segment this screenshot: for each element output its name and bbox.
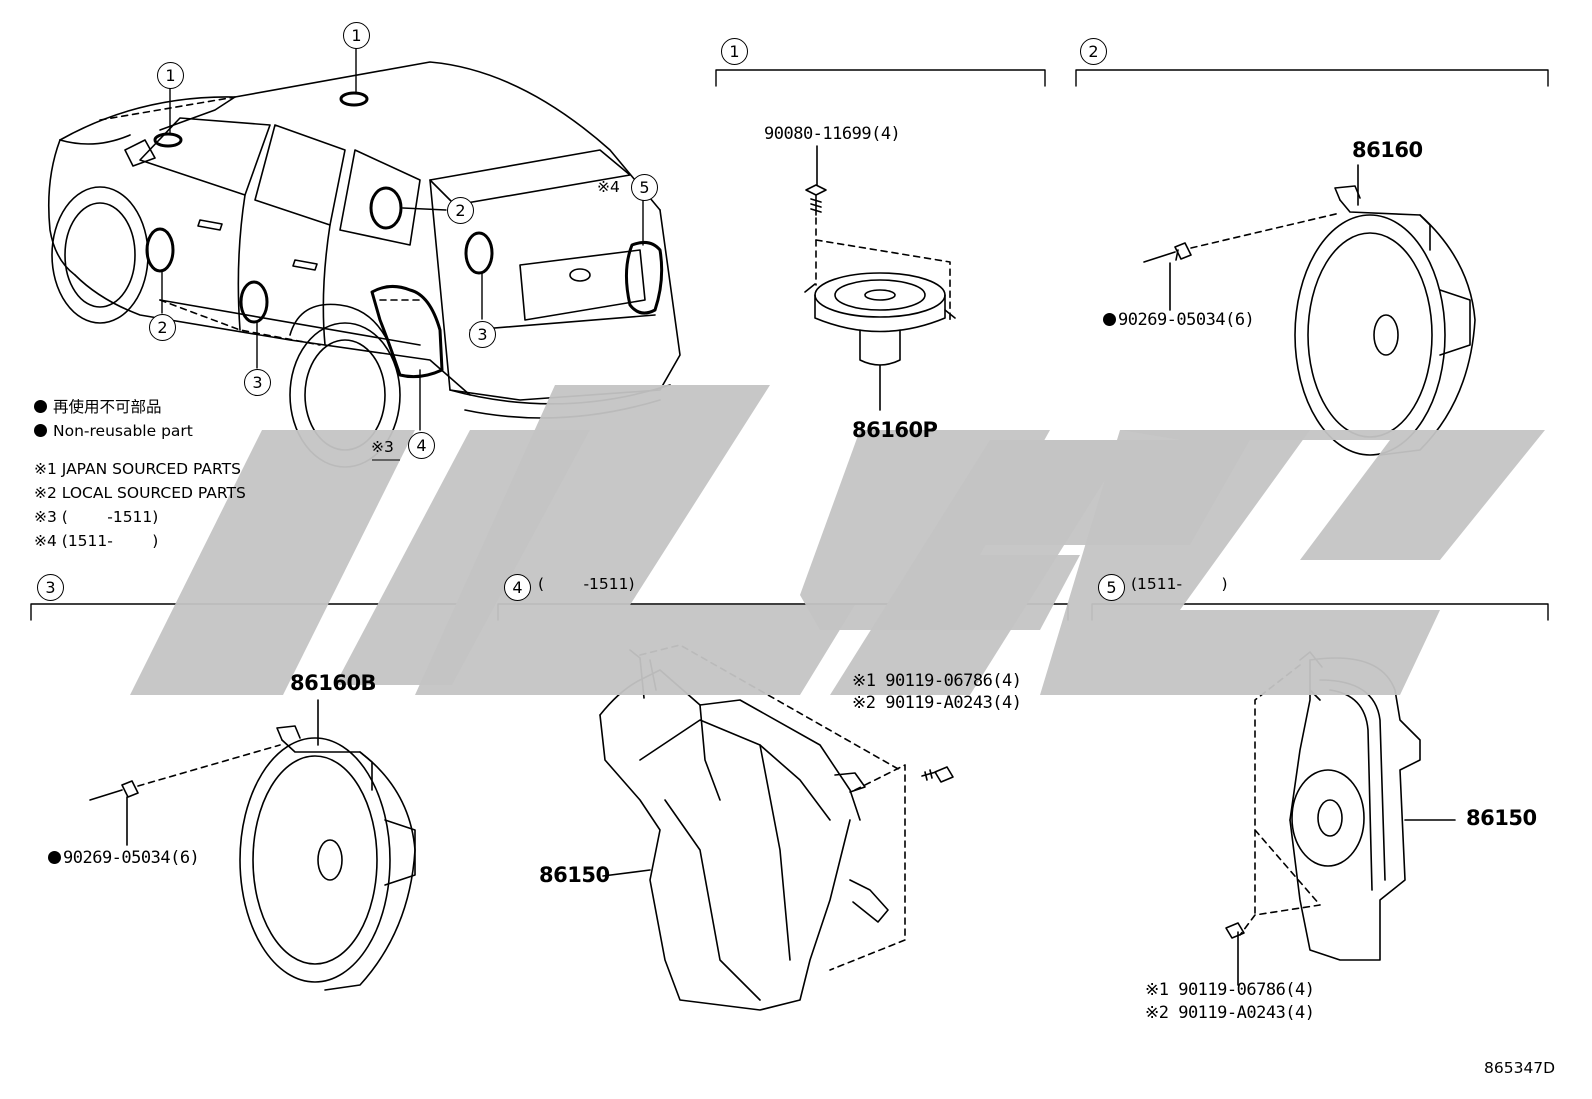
watermark-logo: [130, 385, 1545, 695]
non-reusable-dot-icon: [34, 424, 47, 437]
part-label-s5-screw-2: ※2 90119-A0243(4): [1145, 1003, 1315, 1023]
part-label-s5-screw-1: ※1 90119-06786(4): [1145, 980, 1315, 1000]
part-label-s4-screw-1: ※1 90119-06786(4): [852, 671, 1022, 691]
part-label-s2-clip: 90269-05034(6): [1103, 310, 1255, 330]
section-3-number: 3: [37, 574, 64, 601]
callout-3-hatch: 3: [469, 321, 496, 348]
legend-note-2: ※2 LOCAL SOURCED PARTS: [34, 484, 246, 502]
s3-clip-text: 90269-05034(6): [63, 848, 200, 868]
part-label-86160: 86160: [1352, 138, 1423, 162]
part-label-s4-screw-2: ※2 90119-A0243(4): [852, 693, 1022, 713]
part-label-s3-clip: 90269-05034(6): [48, 848, 200, 868]
section-5-number: 5: [1098, 574, 1125, 601]
legend-en-text: Non-reusable part: [53, 422, 193, 440]
part-label-tweeter-screw: 90080-11699(4): [764, 124, 901, 144]
s2-clip-text: 90269-05034(6): [1118, 310, 1255, 330]
note-4-marker: ※4: [597, 178, 620, 196]
section-4-number: 4: [504, 574, 531, 601]
part-label-86150-early: 86150: [539, 863, 610, 887]
callout-4: 4: [408, 432, 435, 459]
callout-1-front: 1: [157, 62, 184, 89]
legend-non-reusable-en: Non-reusable part: [34, 422, 193, 440]
rear-door-speaker-drawing: [89, 699, 416, 991]
part-label-86160B: 86160B: [290, 671, 377, 695]
legend-jp-text: 再使用不可部品: [53, 398, 162, 416]
part-label-86160P: 86160P: [852, 418, 938, 442]
non-reusable-dot-icon: [34, 400, 47, 413]
callout-2-front-door: 2: [149, 314, 176, 341]
legend-note-1: ※1 JAPAN SOURCED PARTS: [34, 460, 241, 478]
note-3-marker: ※3: [371, 438, 394, 456]
legend-note-4: ※4 (1511- ): [34, 532, 159, 550]
callout-3-rear: 3: [244, 369, 271, 396]
callout-5: 5: [631, 174, 658, 201]
legend-note-3: ※3 ( -1511): [34, 508, 159, 526]
section-2-number: 2: [1080, 38, 1107, 65]
section-1-number: 1: [721, 38, 748, 65]
callout-1-roof: 1: [343, 22, 370, 49]
non-reusable-dot-icon: [1103, 313, 1116, 326]
tweeter-drawing: [804, 145, 956, 411]
non-reusable-dot-icon: [48, 851, 61, 864]
section-5-range: (1511- ): [1131, 575, 1228, 593]
diagram-id: 865347D: [1484, 1059, 1556, 1077]
part-label-86150-late: 86150: [1466, 806, 1537, 830]
legend-non-reusable-jp: 再使用不可部品: [34, 398, 162, 416]
section-4-range: ( -1511): [538, 575, 635, 593]
speaker-box-drawing-late: [1225, 651, 1456, 986]
callout-2-rear-door: 2: [447, 197, 474, 224]
